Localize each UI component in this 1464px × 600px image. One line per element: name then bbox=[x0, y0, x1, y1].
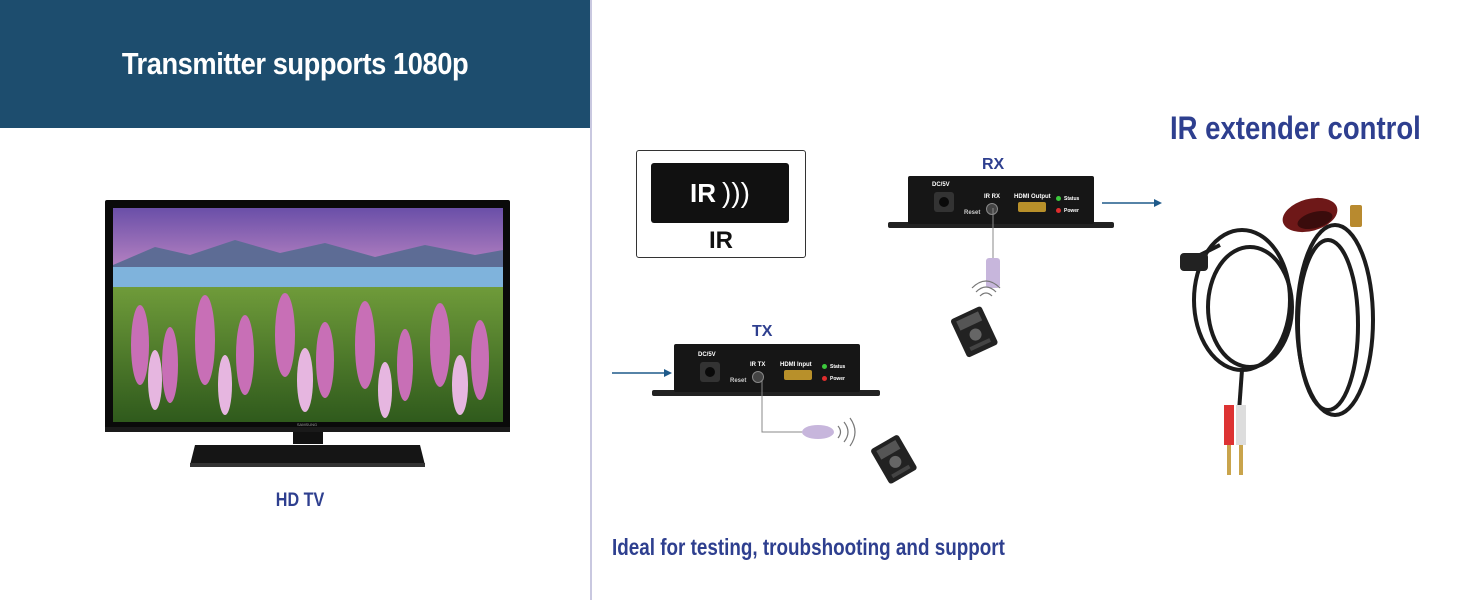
rx-status-label: Status bbox=[1064, 196, 1080, 202]
tx-power-label: Power bbox=[830, 376, 846, 382]
rx-dc-label: DC/5V bbox=[932, 182, 950, 188]
ir-extender-title: IR extender control bbox=[1170, 110, 1421, 146]
ir-badge-symbol: IR ))) bbox=[651, 163, 789, 223]
banner-title: Transmitter supports 1080p bbox=[121, 46, 469, 81]
tv-brand: SAMSUNG bbox=[297, 422, 317, 427]
ir-badge-label: IR bbox=[709, 227, 733, 254]
tx-hdmi-label: HDMI Input bbox=[780, 362, 812, 368]
ir-badge: IR ))) IR bbox=[636, 150, 806, 258]
tx-input-arrow bbox=[612, 369, 672, 377]
rx-hdmi-label: HDMI Output bbox=[1014, 194, 1051, 200]
tx-device: DC/5V Reset IR TX HDMI Input Status Powe… bbox=[652, 344, 880, 398]
rx-reset-label: Reset bbox=[964, 210, 981, 216]
rx-ir-sensor-and-remote bbox=[950, 208, 1001, 358]
ir-extender-cables-image bbox=[1180, 197, 1375, 475]
hd-tv-image: SAMSUNG bbox=[105, 200, 510, 467]
rx-title: RX bbox=[982, 156, 1005, 173]
rx-ir-label: IR RX bbox=[984, 194, 1001, 200]
tx-reset-label: Reset bbox=[730, 378, 747, 384]
tx-ir-label: IR TX bbox=[750, 362, 766, 368]
tx-status-label: Status bbox=[830, 364, 846, 370]
rx-power-label: Power bbox=[1064, 208, 1080, 214]
footer-caption: Ideal for testing, troubshooting and sup… bbox=[612, 534, 1005, 560]
tx-dc-label: DC/5V bbox=[698, 352, 716, 358]
rx-output-arrow bbox=[1102, 199, 1162, 207]
tx-ir-emitter-and-remote bbox=[761, 380, 917, 484]
tv-caption: HD TV bbox=[275, 490, 325, 511]
tx-title: TX bbox=[752, 323, 773, 340]
title-banner bbox=[0, 0, 590, 128]
rx-device: DC/5V Reset IR RX HDMI Output Status Pow… bbox=[888, 176, 1114, 230]
panel-divider bbox=[590, 0, 592, 600]
